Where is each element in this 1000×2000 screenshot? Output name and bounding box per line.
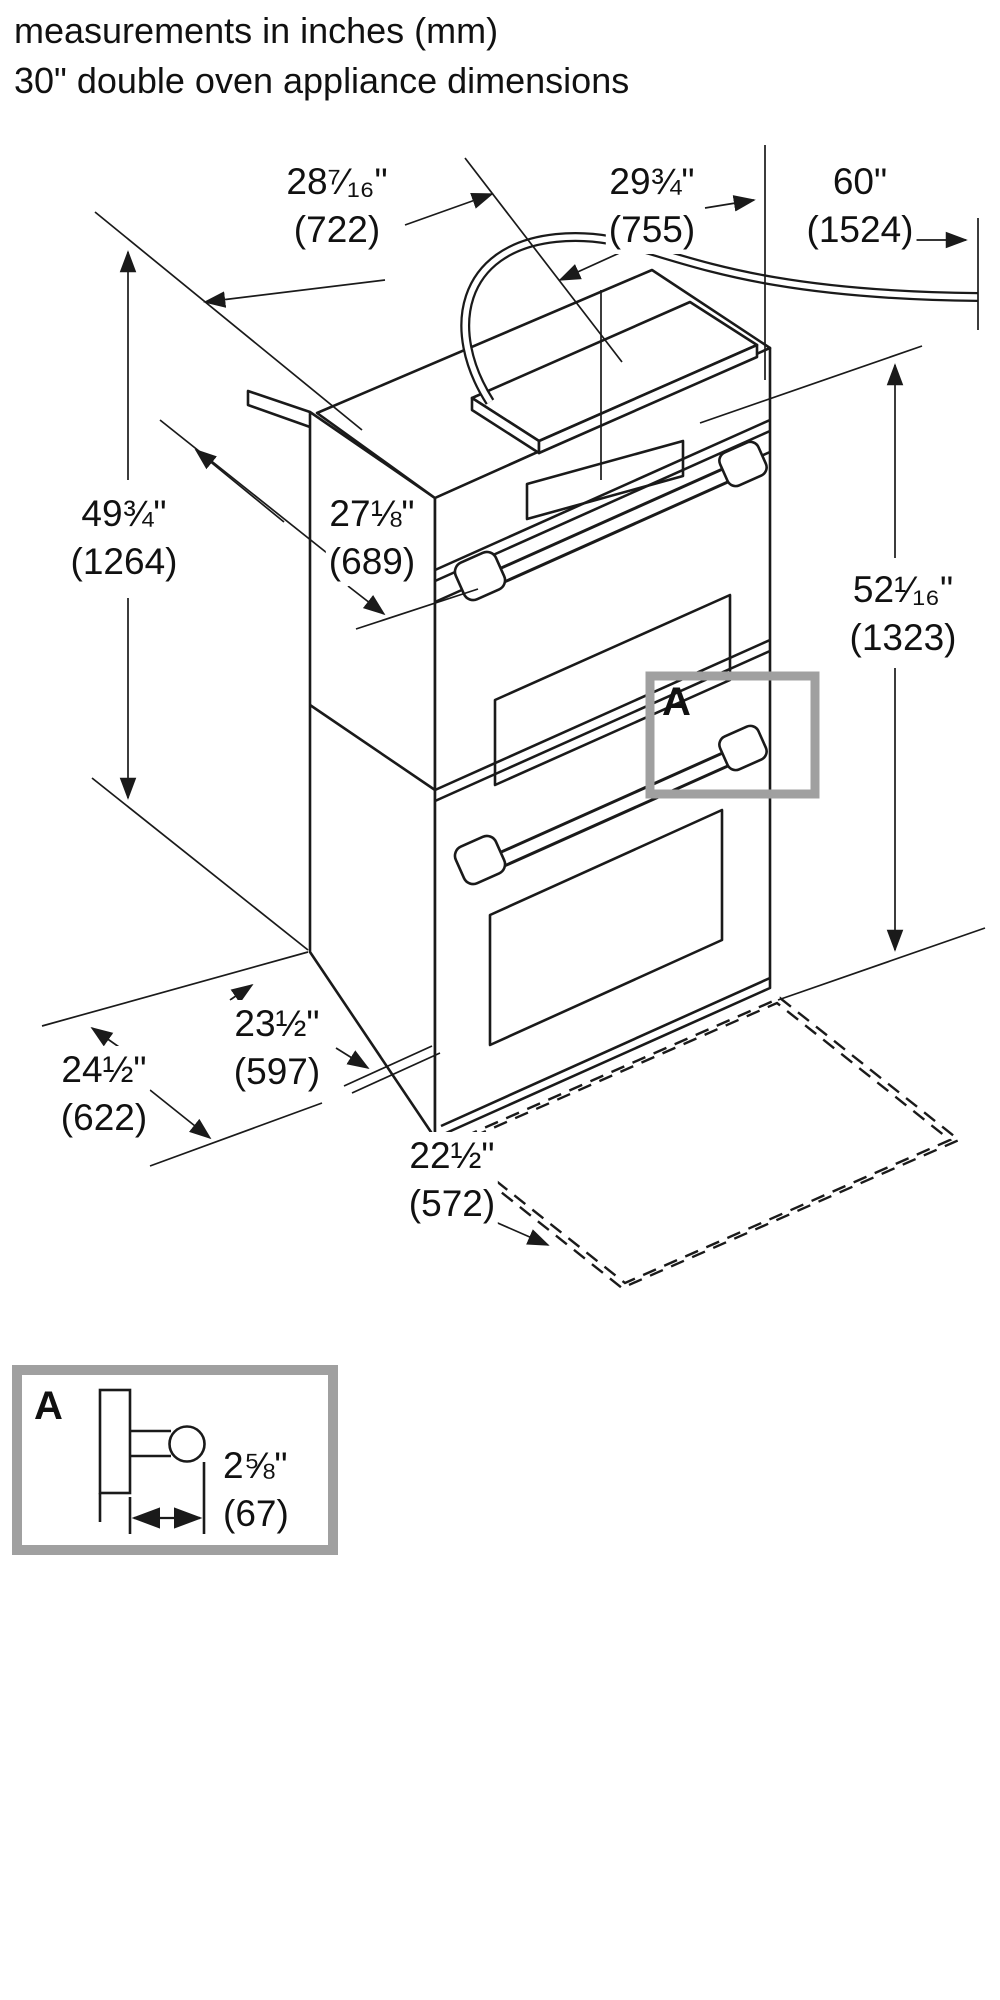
dim-top-depth-mm: (722): [293, 209, 381, 251]
dim-top-width-inches: 29¾": [609, 161, 695, 202]
detail-a-marker: A: [662, 680, 691, 724]
dim-top-depth: 28⁷⁄₁₆" (722): [283, 158, 391, 255]
dim-top-depth-inches: 28⁷⁄₁₆": [286, 161, 388, 202]
detail-a-inset-marker: A: [34, 1384, 63, 1428]
dim-height-overall-mm: (1323): [849, 617, 957, 659]
lower-door-window: [488, 808, 724, 1047]
junction-box: [470, 300, 759, 455]
dim-door-open-mm: (572): [408, 1183, 496, 1225]
detail-a-inset-box: [12, 1365, 338, 1555]
door-swing-dashed-outline: [440, 996, 962, 1290]
dim-height-overall-inches: 52¹⁄₁₆": [852, 569, 954, 610]
detail-a-callout-box: [645, 671, 820, 799]
dim-depth-total-inches: 24½": [61, 1049, 147, 1090]
dim-height-front-inches: 49¾": [81, 493, 167, 534]
dim-height-front-mm: (1264): [70, 541, 178, 583]
dim-depth-body-mm: (597): [233, 1051, 321, 1093]
dim-depth-total: 24½" (622): [57, 1046, 151, 1143]
dim-cutout-width-inches: 27⅛": [329, 493, 415, 534]
dim-depth-body-inches: 23½": [234, 1003, 320, 1044]
dim-depth-body: 23½" (597): [230, 1000, 324, 1097]
handle-knob: [168, 1425, 206, 1463]
dim-cord-length-mm: (1524): [806, 209, 914, 251]
title-line-1: measurements in inches (mm): [14, 10, 499, 51]
side-seam-line: [309, 703, 436, 792]
dim-handle-depth-mm: (67): [223, 1493, 289, 1535]
title-line-2: 30" double oven appliance dimensions: [14, 59, 630, 101]
dim-handle-depth-inches: 2⅝": [223, 1445, 288, 1486]
dim-height-overall: 52¹⁄₁₆" (1323): [846, 566, 960, 663]
dim-cord-length-inches: 60": [832, 161, 888, 202]
dim-handle-depth: 2⅝" (67): [220, 1442, 292, 1538]
dim-cord-length: 60" (1524): [803, 158, 917, 255]
upper-door-handle: [453, 440, 768, 602]
dim-door-open: 22½" (572): [405, 1132, 499, 1229]
dim-door-open-inches: 22½": [409, 1135, 495, 1176]
page-title: measurements in inches (mm) 30" double o…: [14, 6, 629, 105]
extension-lines: [41, 145, 986, 1167]
dim-cutout-width-mm: (689): [328, 541, 416, 583]
dim-height-front: 49¾" (1264): [67, 490, 181, 587]
cabinet-top-notch: [246, 389, 311, 429]
lower-door-handle: [453, 724, 768, 886]
dim-top-width-mm: (755): [608, 209, 696, 251]
power-cord: [460, 232, 979, 405]
dim-top-width: 29¾" (755): [605, 158, 699, 255]
dim-cutout-width: 27⅛" (689): [325, 490, 419, 587]
handle-arm: [130, 1429, 171, 1458]
control-panel-display: [525, 439, 685, 521]
door-cross-section: [98, 1388, 132, 1495]
dim-depth-total-mm: (622): [60, 1097, 148, 1139]
